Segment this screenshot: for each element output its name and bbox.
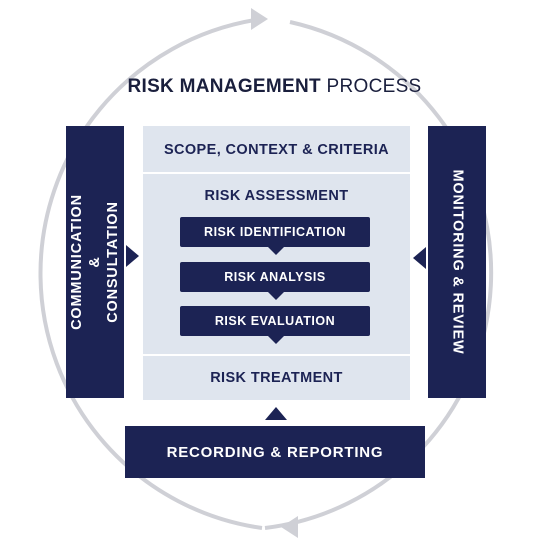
title-bold: RISK MANAGEMENT [127,76,321,97]
page-title: RISK MANAGEMENT PROCESS [0,76,549,98]
risk-assessment-heading: RISK ASSESSMENT [204,188,349,204]
monitoring-review-label: MONITORING & REVIEW [449,169,466,355]
divider-scope [143,172,410,174]
recording-reporting-bar: RECORDING & REPORTING [125,426,425,478]
step-arrow-icon [268,247,284,255]
left-arrow-icon [126,245,139,267]
step-arrow-icon [268,336,284,344]
risk-treatment: RISK TREATMENT [210,370,343,386]
risk-analysis-step: RISK ANALYSIS [180,262,370,292]
right-arrow-icon [413,247,426,269]
divider-treatment [143,354,410,356]
communication-consultation-label: COMMUNICATION & CONSULTATION [69,194,121,330]
step-arrow-icon [268,292,284,300]
communication-consultation-bar: COMMUNICATION & CONSULTATION [66,126,124,398]
ring-arrow-bottom-icon [281,516,298,538]
up-arrow-icon [265,407,287,420]
ring-arc-left [38,18,263,530]
risk-evaluation-step: RISK EVALUATION [180,306,370,336]
ring-arc-right [264,20,494,530]
risk-identification-step: RISK IDENTIFICATION [180,217,370,247]
ring-arrow-top-icon [251,8,268,30]
title-light: PROCESS [326,76,422,97]
monitoring-review-bar: MONITORING & REVIEW [428,126,486,398]
scope-context-criteria: SCOPE, CONTEXT & CRITERIA [163,142,390,158]
